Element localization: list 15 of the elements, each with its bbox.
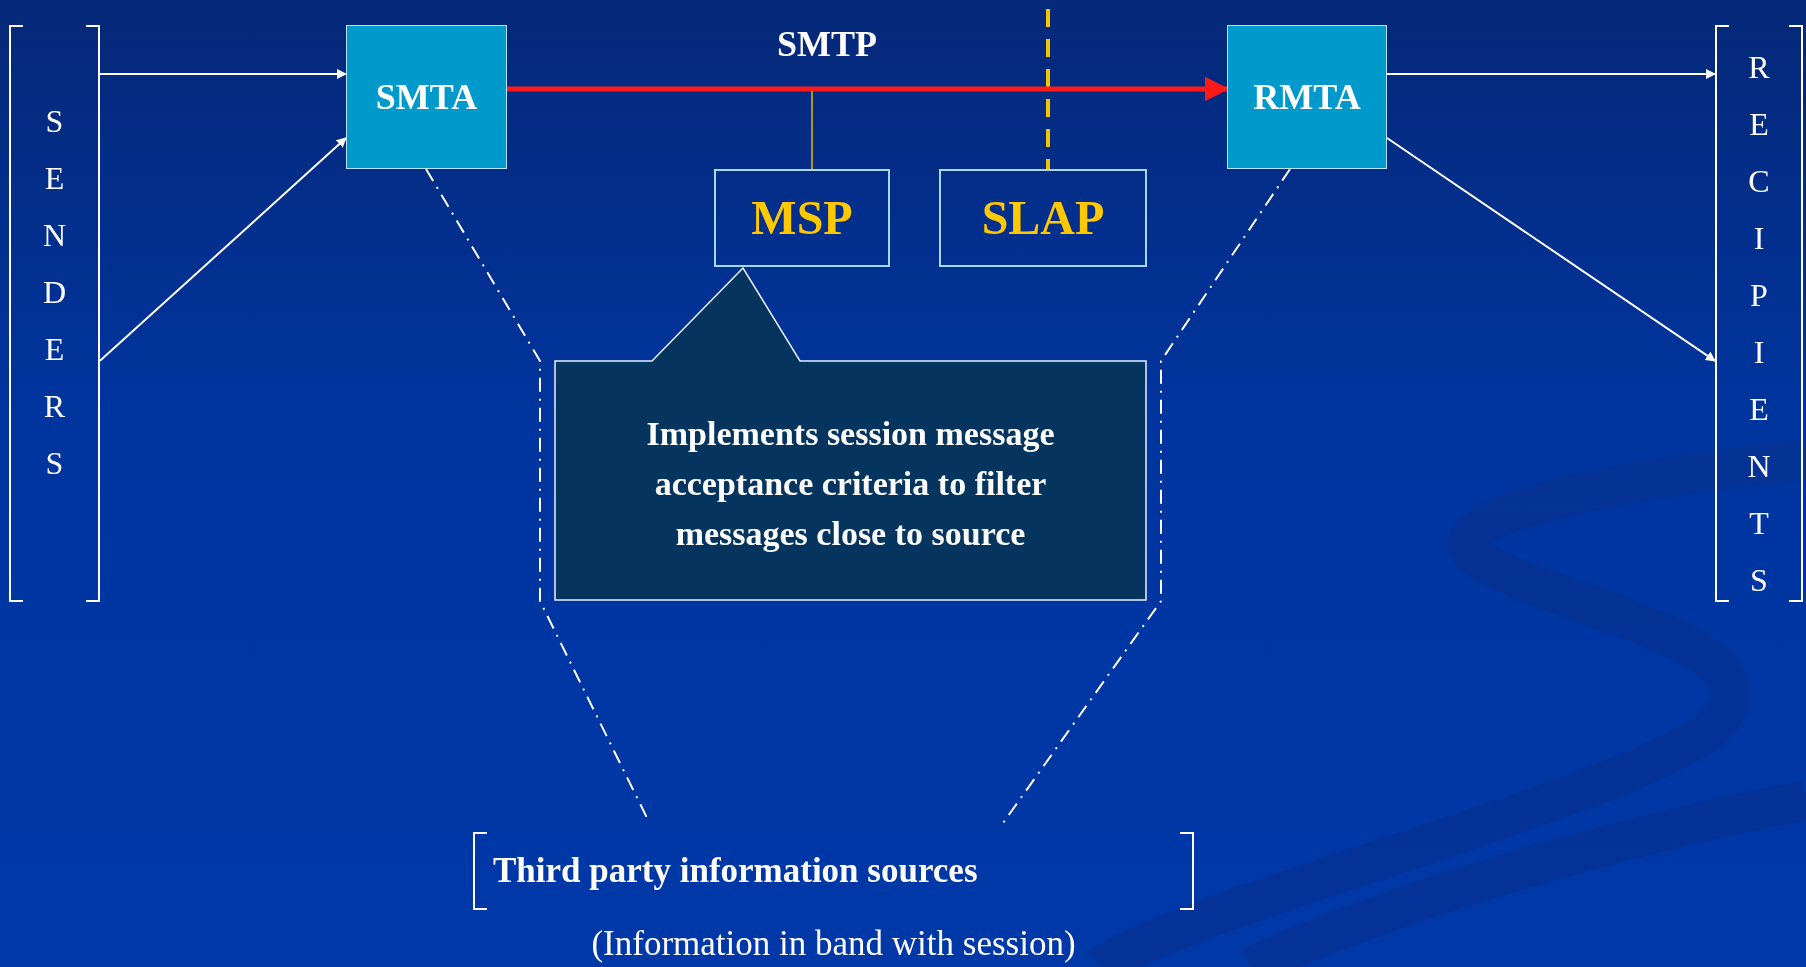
vertical-label: RECIPIENTS xyxy=(1747,48,1771,600)
arrow xyxy=(99,68,347,79)
agent-box: RMTA xyxy=(1227,25,1387,169)
arrow xyxy=(1386,137,1716,362)
arrow xyxy=(99,137,347,362)
leader-line xyxy=(811,90,813,170)
protocol-box: SLAP xyxy=(939,169,1147,267)
callout-text: Implements session message acceptance criteria to filter messages close to source xyxy=(645,414,1056,554)
source-label: Third party information sources xyxy=(493,849,978,892)
agent-box: SMTA xyxy=(346,25,507,169)
note-text: (Information in band with session) xyxy=(591,923,1076,965)
edge-label: SMTP xyxy=(777,22,877,66)
vertical-label: SENDERS xyxy=(42,102,67,483)
protocol-box: MSP xyxy=(714,169,890,267)
arrow xyxy=(1386,69,1716,80)
